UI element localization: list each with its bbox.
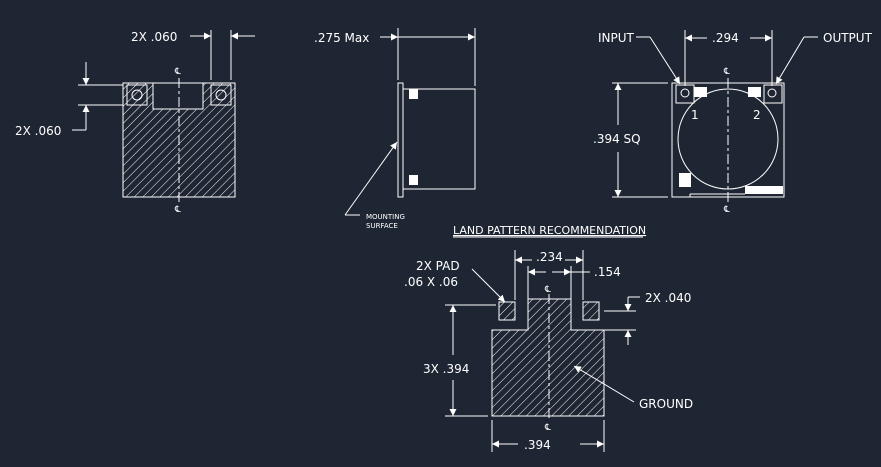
top-view-pad-width-dim: 2X .060 [131, 30, 177, 44]
top-view-pad-right [210, 84, 232, 106]
side-view-body [402, 88, 476, 190]
output-label: OUTPUT [823, 31, 873, 45]
land-pattern-centerline-symbol-bottom: ℄ [544, 423, 551, 433]
land-pattern-outer-offset-dim: .154 [594, 265, 621, 279]
bottom-view-input-hole [680, 88, 690, 98]
side-view-height-dim: .275 Max [314, 31, 369, 45]
side-view: .275 Max MOUNTING SURFACE [314, 28, 476, 230]
mounting-surface-label-line1: MOUNTING [366, 213, 405, 221]
side-view-pin-top [409, 89, 418, 99]
bottom-view-input-pad [694, 87, 707, 97]
top-view-pad-left-hole [131, 89, 143, 101]
top-view-pad-left [126, 84, 148, 106]
side-view-plate [397, 82, 404, 198]
top-view: ℄ ℄ 2X .060 2X .060 [15, 30, 255, 215]
bottom-view-output-hole [767, 88, 777, 98]
land-pattern-title: LAND PATTERN RECOMMENDATION [453, 224, 646, 237]
top-view-centerline-symbol-top: ℄ [174, 67, 181, 77]
bottom-view-ground-strip [745, 186, 783, 194]
top-view-centerline-symbol-bottom: ℄ [174, 205, 181, 215]
bottom-view-centerline-symbol-bottom: ℄ [723, 205, 730, 215]
mounting-surface-label-line2: SURFACE [366, 222, 398, 230]
land-pattern-height-dim: 3X .394 [423, 362, 469, 376]
land-pattern-inner-width-dim: .234 [536, 250, 563, 264]
side-view-pin-bottom [409, 175, 418, 185]
bottom-view-centerline-symbol-top: ℄ [723, 67, 730, 77]
bottom-view-pin-spacing-dim: .294 [712, 31, 739, 45]
input-label: INPUT [598, 31, 635, 45]
pin2-label: 2 [753, 108, 761, 122]
bottom-view-size-dim: .394 SQ [593, 132, 641, 146]
bottom-view-ground-tab [679, 173, 691, 187]
land-pattern-ground [491, 298, 605, 417]
bottom-view-output-pad [748, 87, 761, 97]
land-pattern-pad-left [498, 301, 516, 321]
pin1-label: 1 [691, 108, 699, 122]
land-pattern-pad-height-dim: 2X .040 [645, 291, 691, 305]
pad-label-line2: .06 X .06 [404, 275, 458, 289]
land-pattern-pad-right [582, 301, 600, 321]
top-view-pad-height-dim: 2X .060 [15, 124, 61, 138]
ground-label: GROUND [639, 397, 693, 411]
land-pattern-centerline-symbol-top: ℄ [544, 285, 551, 295]
bottom-view: ℄ ℄ 1 2 .294 INPUT OUTPUT .394 SQ [593, 30, 873, 215]
top-view-pad-right-hole [215, 89, 227, 101]
pad-label-line1: 2X PAD [416, 259, 460, 273]
land-pattern: LAND PATTERN RECOMMENDATION ℄ ℄ 2X PAD .… [404, 224, 693, 452]
land-pattern-width-dim: .394 [524, 438, 551, 452]
